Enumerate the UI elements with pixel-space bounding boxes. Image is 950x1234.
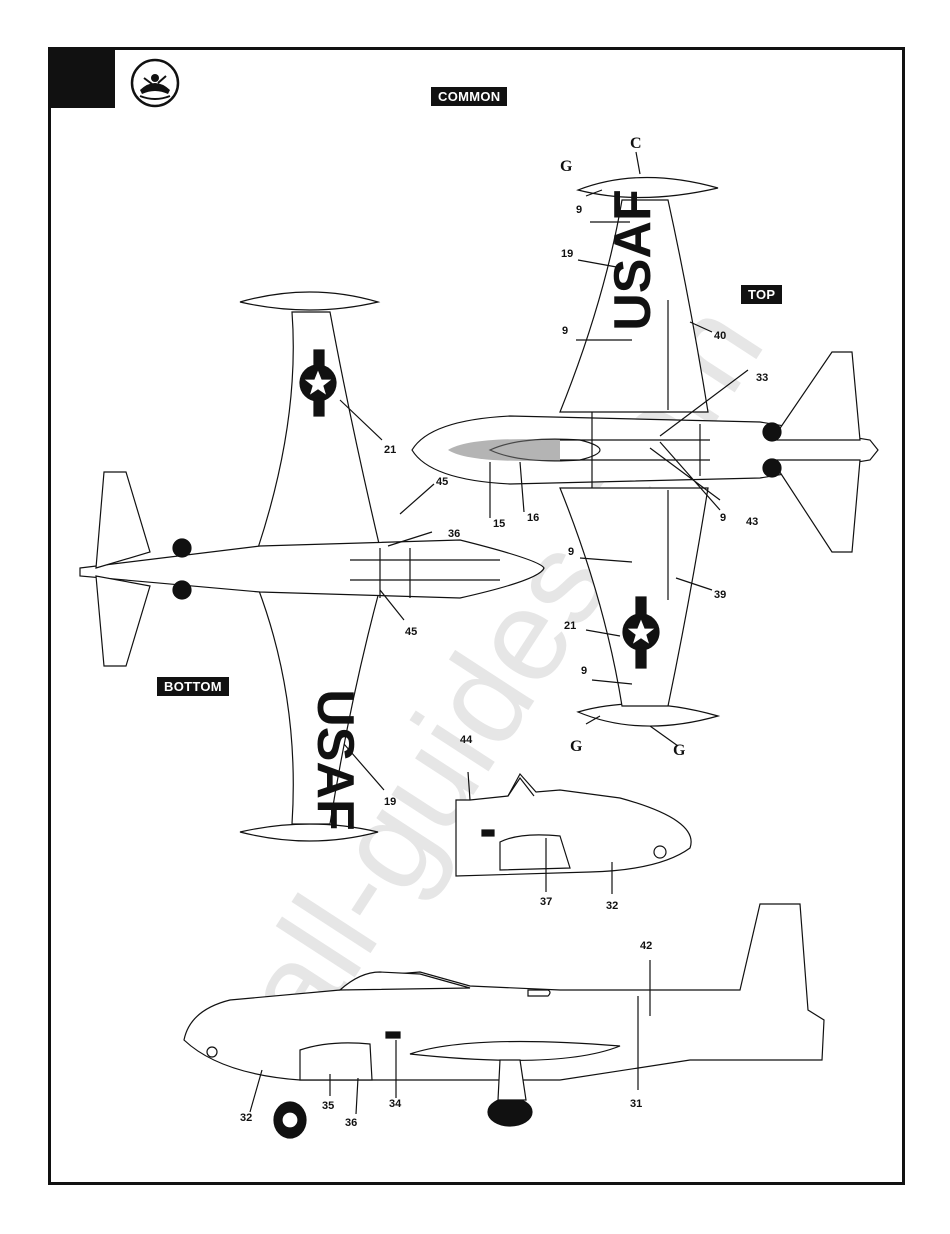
callout-label: 33 — [756, 372, 768, 384]
callout-label: 42 — [640, 940, 652, 952]
callout-label: 40 — [714, 330, 726, 342]
callout-letter: C — [630, 135, 642, 153]
side-detail-aircraft — [456, 772, 691, 894]
callout-label: 19 — [384, 796, 396, 808]
callout-label: 15 — [493, 518, 505, 530]
callout-label: 9 — [562, 325, 568, 337]
callout-label: 45 — [405, 626, 417, 638]
callout-label: 9 — [720, 512, 726, 524]
callout-letter: G — [570, 738, 582, 756]
callout-label: 36 — [345, 1117, 357, 1129]
callout-label: 37 — [540, 896, 552, 908]
callout-label: 36 — [448, 528, 460, 540]
usaf-marking-top: USAF — [604, 189, 662, 331]
callout-label: 31 — [630, 1098, 642, 1110]
callout-label: 35 — [322, 1100, 334, 1112]
callout-label: 9 — [576, 204, 582, 216]
callout-label: 34 — [389, 1098, 401, 1110]
callout-label: 21 — [384, 444, 396, 456]
callout-label: 32 — [240, 1112, 252, 1124]
side-profile-aircraft — [184, 904, 824, 1138]
callout-label: 32 — [606, 900, 618, 912]
callout-label: 39 — [714, 589, 726, 601]
callout-letter: G — [673, 742, 685, 760]
callout-label: 43 — [746, 516, 758, 528]
callout-label: 45 — [436, 476, 448, 488]
callout-label: 16 — [527, 512, 539, 524]
callout-label: 21 — [564, 620, 576, 632]
callout-label: 9 — [568, 546, 574, 558]
callout-label: 19 — [561, 248, 573, 260]
callout-label: 9 — [581, 665, 587, 677]
callout-label: 44 — [460, 734, 472, 746]
usaf-marking-bottom: USAF — [306, 689, 364, 831]
callout-letter: G — [560, 158, 572, 176]
